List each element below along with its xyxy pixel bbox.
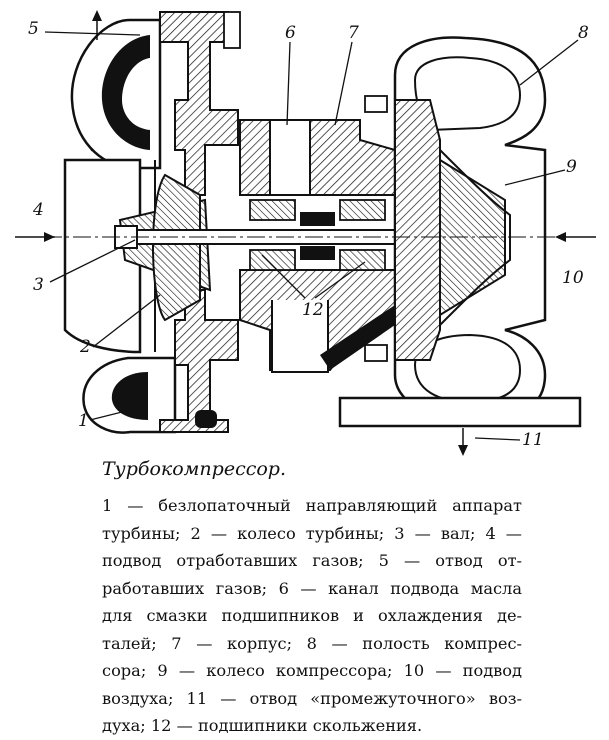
legend-line: воздуха; 11 — отвод «промежуточного» воз… [102, 688, 522, 708]
legend-line: 1 — безлопаточный направляющий аппарат [102, 496, 522, 515]
turbine-housing [63, 18, 177, 434]
legend-line: подвод отработавших газов; 5 — отвод от- [102, 551, 522, 570]
callout-12: 12 [302, 300, 324, 320]
callout-1: 1 [78, 411, 89, 431]
caption-legend: 1 — безлопаточный направляющий аппарат т… [102, 492, 522, 740]
legend-line: для смазки подшипников и охлаждения де- [102, 606, 522, 625]
callout-11: 11 [522, 430, 544, 450]
compressor-housing [364, 36, 547, 422]
callout-3: 3 [33, 275, 44, 295]
turbocharger-diagram: 5 6 7 8 9 4 3 10 12 2 1 11 [15, 10, 596, 456]
center-housing [239, 119, 405, 373]
turbine-flange [159, 11, 241, 433]
legend-line: сора; 9 — колесо компрессора; 10 — подво… [102, 661, 522, 680]
leader-lines [44, 31, 579, 441]
legend-line: работавших газов; 6 — канал подвода масл… [102, 578, 522, 598]
callout-9: 9 [566, 157, 577, 177]
callout-4: 4 [32, 200, 44, 220]
outlet-flange [338, 396, 582, 428]
callout-6: 6 [285, 23, 296, 43]
callout-2: 2 [79, 337, 91, 357]
legend-line: талей; 7 — корпус; 8 — полость компрес- [102, 633, 522, 653]
callout-8: 8 [578, 23, 589, 43]
callout-7: 7 [348, 23, 359, 43]
flow-arrows [15, 10, 596, 456]
bearings [249, 199, 386, 271]
callout-10: 10 [562, 268, 584, 288]
legend-line: духа; 12 — подшипники скольжения. [102, 716, 423, 735]
legend-line: турбины; 2 — колесо турбины; 3 — вал; 4 … [102, 523, 522, 543]
callout-5: 5 [28, 19, 39, 39]
caption-title: Турбокомпрессор. [102, 458, 286, 480]
